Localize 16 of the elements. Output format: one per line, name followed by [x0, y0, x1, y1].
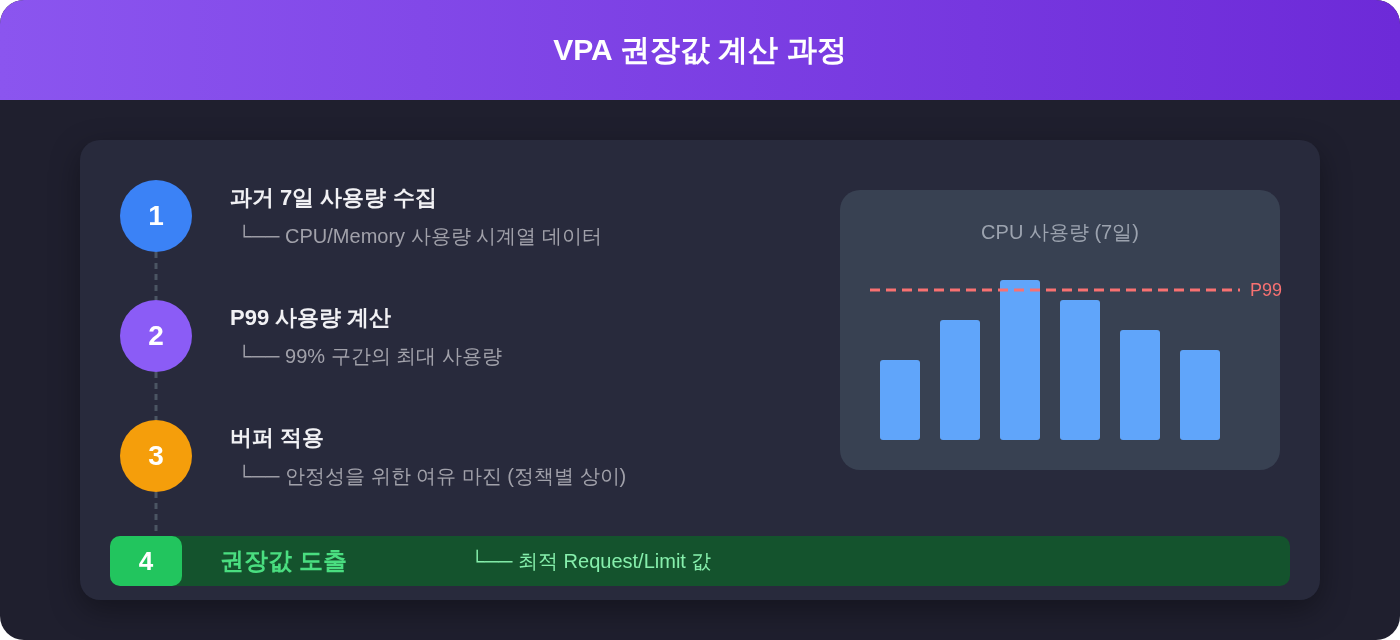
step-badge: 4 — [110, 536, 182, 586]
step-title: 버퍼 적용 — [230, 424, 326, 452]
step-description: └── CPU/Memory 사용량 시계열 데이터 — [236, 223, 602, 249]
result-band — [110, 536, 1290, 586]
threshold-label: P99 — [1250, 279, 1283, 302]
step-title: P99 사용량 계산 — [230, 304, 393, 332]
dashed-connector — [154, 372, 158, 420]
dashed-connector — [154, 252, 158, 300]
chart-title: CPU 사용량 (7일) — [980, 220, 1140, 245]
step-title: 과거 7일 사용량 수집 — [230, 184, 438, 212]
step-description: └── 99% 구간의 최대 사용량 — [236, 343, 502, 369]
result-title: 권장값 도출 — [220, 546, 347, 576]
result-description: └── 최적 Request/Limit 값 — [470, 548, 712, 574]
step-description: └── 안정성을 위한 여유 마진 (정책별 상이) — [236, 463, 627, 489]
diagram-title: VPA 권장값 계산 과정 — [553, 32, 847, 68]
chart-panel — [840, 190, 1280, 470]
